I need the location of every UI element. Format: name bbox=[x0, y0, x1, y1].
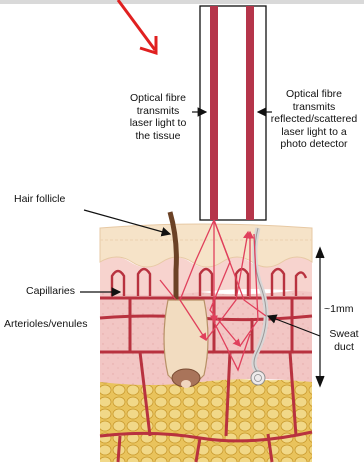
fibre-left-label: Optical fibre transmits laser light to t… bbox=[120, 92, 196, 142]
depth-label: ~1mm bbox=[324, 303, 364, 316]
hair-follicle-label: Hair follicle bbox=[14, 193, 94, 206]
red-annotation-arrow bbox=[118, 0, 156, 53]
fat-layer bbox=[100, 374, 312, 462]
fibre-right-label: Optical fibre transmits reflected/scatte… bbox=[264, 88, 364, 151]
skin-cross-section bbox=[100, 212, 312, 462]
epidermis-layer bbox=[100, 224, 312, 267]
sweat-duct-label: Sweat duct bbox=[324, 328, 364, 353]
capillaries-label: Capillaries bbox=[26, 285, 86, 298]
arterioles-venules-label: Arterioles/venules bbox=[4, 318, 100, 331]
optical-fibre-probe bbox=[200, 6, 266, 220]
top-edge bbox=[0, 0, 364, 4]
